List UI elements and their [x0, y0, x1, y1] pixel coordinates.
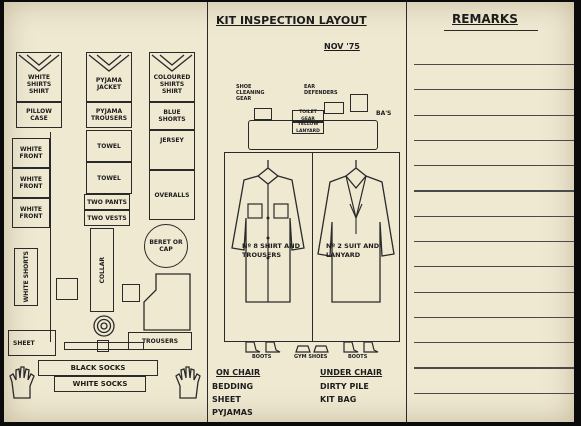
remarks-line [414, 241, 574, 243]
no2-suit-icon [317, 160, 395, 303]
overalls: OVERALLS [149, 170, 195, 220]
shirt-label-pyjama: PYJAMA JACKET [95, 77, 123, 91]
rolled-belt-icon [93, 315, 115, 337]
two-vests: TWO VESTS [84, 210, 130, 226]
two-pants: TWO PANTS [84, 194, 130, 210]
wardrobe-divider [312, 152, 314, 342]
shirt-label-white: WHITE SHIRTS SHIRT [26, 73, 52, 95]
white-front-1: WHITE FRONT [12, 138, 50, 168]
towel-2: TOWEL [86, 162, 132, 194]
on-chair-title: ON CHAIR [216, 368, 261, 377]
shelf [248, 120, 378, 150]
bas-label: BA'S [376, 110, 392, 117]
toilet-gear: TOILET GEAR [292, 110, 324, 122]
shoes-icon [343, 341, 379, 353]
towel-1: TOWEL [86, 130, 132, 162]
remarks-line [414, 367, 574, 369]
right-glove-icon [175, 366, 201, 399]
on-chair-item-2: SHEET [212, 395, 241, 404]
pyjama-trousers: PYJAMA TROUSERS [86, 102, 132, 128]
small-square-2 [122, 284, 140, 302]
under-chair-title: UNDER CHAIR [320, 368, 383, 377]
white-socks: WHITE SOCKS [54, 376, 146, 392]
on-chair-item-1: BEDDING [212, 382, 254, 391]
boots-label: BOOTS [252, 354, 272, 360]
white-front-3: WHITE FRONT [12, 198, 50, 228]
jersey: JERSEY [149, 130, 195, 170]
no8-shirt-icon [231, 160, 305, 303]
layout-title: KIT INSPECTION LAYOUT [216, 14, 367, 27]
no2-suit-label: Nº 2 SUIT AND LANYARD [326, 242, 380, 259]
white-shorts: WHITE SHORTS [14, 248, 38, 306]
collar: COLLAR [90, 228, 114, 312]
small-square-1 [56, 278, 78, 300]
boots-icon [245, 341, 281, 353]
beret-or-cap: BERET OR CAP [144, 224, 188, 268]
gym-shoes-label: GYM SHOES [294, 354, 328, 360]
remarks-line [414, 190, 574, 192]
on-chair-item-3: PYJAMAS [212, 408, 253, 417]
folded-shirt-white: WHITE SHIRTS SHIRT [16, 52, 62, 102]
section-divider-left [207, 2, 209, 422]
gym-shoes-icon [295, 345, 329, 353]
remarks-line [414, 316, 574, 319]
remarks-line [414, 291, 574, 293]
under-chair-item-1: DIRTY PILE [320, 382, 369, 391]
trousers: TROUSERS [128, 332, 192, 350]
remarks-line [414, 64, 574, 66]
no8-shirt-label: Nº 8 SHIRT AND TROUSERS [242, 242, 300, 259]
remarks-underline [444, 30, 538, 32]
yellow-lanyard: YELLOW LANYARD [292, 122, 324, 134]
remarks-line [414, 89, 574, 91]
remarks-title: REMARKS [452, 12, 518, 26]
shoe-cleaning-gear-label: SHOE CLEANING GEAR [236, 84, 265, 102]
blue-shorts: BLUE SHORTS [149, 102, 195, 130]
black-socks: BLACK SOCKS [38, 360, 158, 376]
section-divider-right [406, 2, 408, 422]
pillow-case: PILLOW CASE [16, 102, 62, 128]
remarks-line [414, 165, 574, 167]
folded-trousers-shape [143, 273, 191, 331]
ear-defenders-label: EAR DEFENDERS [304, 84, 338, 96]
belt-buckle [97, 340, 109, 352]
remarks-line [414, 266, 574, 268]
left-glove-icon [9, 366, 35, 399]
ear-defenders-box [324, 102, 344, 114]
kit-inspection-sheet: WHITE SHIRTS SHIRT PYJAMA JACKET COLOURE… [4, 2, 574, 422]
folded-shirt-coloured: COLOURED SHIRTS SHIRT [149, 52, 195, 102]
remarks-line [414, 139, 574, 142]
layout-date: NOV '75 [324, 42, 360, 51]
sheet: SHEET [8, 330, 56, 356]
remarks-line [414, 342, 574, 344]
remarks-line [414, 215, 574, 217]
belt [64, 342, 144, 350]
column1-rail [50, 132, 52, 342]
folded-shirt-pyjama: PYJAMA JACKET [86, 52, 132, 102]
ba-jug [350, 94, 368, 112]
boots-label-2: BOOTS [348, 354, 368, 360]
shirt-label-coloured: COLOURED SHIRTS SHIRT [153, 73, 191, 95]
under-chair-item-2: KIT BAG [320, 395, 357, 404]
remarks-line [414, 392, 574, 394]
remarks-line [414, 114, 574, 116]
shoe-cleaning-tin [254, 108, 272, 120]
white-front-2: WHITE FRONT [12, 168, 50, 198]
